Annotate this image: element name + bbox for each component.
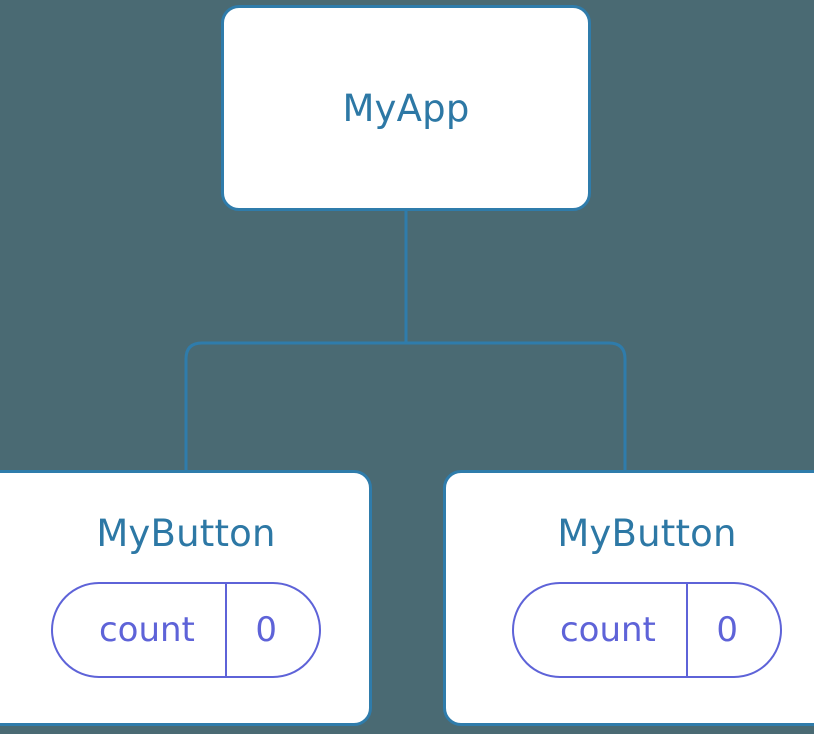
connector-branch-left [184, 341, 406, 472]
node-mybutton-2[interactable]: MyButton count 0 [443, 470, 814, 726]
pill-divider [224, 584, 228, 676]
connector-branch-right [406, 341, 627, 472]
state-pill[interactable]: count 0 [511, 582, 783, 678]
state-key: count [98, 610, 195, 650]
state-key: count [559, 610, 656, 650]
state-value: 0 [255, 610, 278, 650]
state-pill[interactable]: count 0 [50, 582, 322, 678]
node-title: MyApp [342, 86, 470, 130]
state-value: 0 [716, 610, 739, 650]
node-mybutton-1[interactable]: MyButton count 0 [0, 470, 372, 726]
node-myapp[interactable]: MyApp [221, 5, 591, 211]
node-title: MyButton [96, 512, 276, 555]
node-title: MyButton [557, 512, 737, 555]
pill-divider [685, 584, 689, 676]
